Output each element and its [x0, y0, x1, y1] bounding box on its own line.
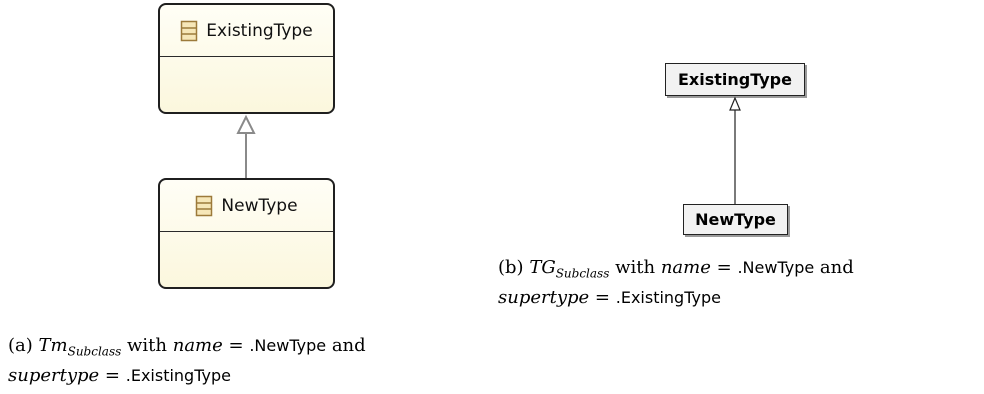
caption-a: (a) TmSubclass with name = .NewType and …	[8, 334, 366, 388]
existing-type-node[interactable]: ExistingType	[665, 63, 805, 96]
new-type-class[interactable]: NewType	[158, 178, 335, 289]
node-label: ExistingType	[678, 70, 792, 89]
caption-subscript: Subclass	[67, 344, 122, 359]
caption-var: name	[660, 257, 711, 278]
caption-a-line-2: supertype = .ExistingType	[8, 364, 366, 388]
new-type-node[interactable]: NewType	[683, 204, 788, 235]
caption-word: with	[615, 257, 656, 278]
caption-b-line-2: supertype = .ExistingType	[498, 286, 854, 310]
caption-word: with	[127, 335, 167, 356]
class-name: ExistingType	[206, 20, 313, 41]
caption-label: (b)	[498, 257, 524, 278]
class-name: NewType	[221, 195, 298, 216]
caption-equals: =	[228, 335, 244, 356]
caption-equals: =	[104, 364, 121, 386]
eclass-icon	[195, 195, 213, 217]
inheritance-arrow-b	[729, 96, 741, 204]
caption-value: .ExistingType	[125, 365, 231, 385]
inheritance-arrow-a	[236, 114, 256, 178]
caption-a-line-1: (a) TmSubclass with name = .NewType and	[8, 334, 366, 364]
caption-symbol: TG	[529, 257, 556, 278]
caption-b-line-1: (b) TGSubclass with name = .NewType and	[498, 256, 854, 286]
caption-equals: =	[594, 286, 611, 308]
caption-word: and	[331, 335, 366, 356]
caption-value: .ExistingType	[615, 287, 721, 307]
caption-value: .NewType	[737, 258, 815, 277]
caption-var: supertype	[8, 364, 100, 386]
class-header: ExistingType	[160, 5, 333, 57]
eclass-icon	[180, 20, 198, 42]
existing-type-class[interactable]: ExistingType	[158, 3, 335, 114]
caption-b: (b) TGSubclass with name = .NewType and …	[498, 256, 854, 310]
caption-var: name	[172, 335, 223, 356]
caption-symbol: Tm	[38, 335, 68, 356]
caption-label: (a)	[8, 335, 33, 356]
caption-equals: =	[716, 257, 732, 278]
class-header: NewType	[160, 180, 333, 232]
node-label: NewType	[695, 210, 776, 229]
caption-var: supertype	[498, 286, 590, 308]
caption-subscript: Subclass	[555, 266, 610, 281]
caption-word: and	[819, 257, 854, 278]
caption-value: .NewType	[249, 336, 327, 355]
